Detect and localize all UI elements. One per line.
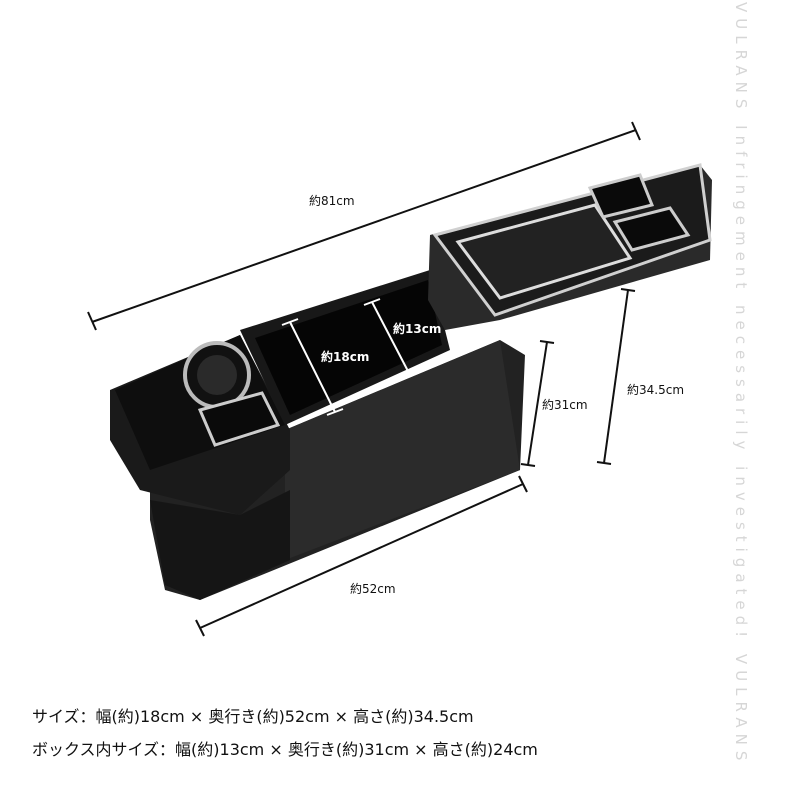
spec-outer-size: サイズ：幅(約)18cm × 奥行き(約)52cm × 高さ(約)34.5cm: [32, 707, 474, 726]
dimension-lines: [87, 121, 641, 637]
dim-label-box-width: 約18cm: [321, 350, 370, 364]
armrest-main-tray: [455, 203, 633, 300]
watermark: VULRANS Infringement necessarily investi…: [722, 0, 750, 800]
dim-line-31: [527, 341, 548, 466]
dim-label-box-inner-width: 約13cm: [393, 322, 442, 336]
dim-line-13: [371, 301, 411, 376]
front-small-tray: [197, 391, 281, 447]
storage-box-opening: [255, 280, 442, 415]
dim-label-box-depth: 約31cm: [542, 398, 588, 412]
armrest-small-tray-1: [587, 173, 655, 219]
dim-label-total-height: 約34.5cm: [627, 383, 685, 397]
dim-label-total-length: 約81cm: [309, 194, 355, 208]
console-front-face: [285, 340, 520, 560]
dim-line-34-5: [603, 289, 629, 464]
cup-holder-inner: [197, 355, 237, 395]
dim-line-18: [289, 321, 336, 413]
dim-line-52: [199, 483, 524, 629]
console-lower-recess: [150, 490, 290, 600]
armrest-small-tray-2: [612, 206, 691, 252]
dim-line-81: [91, 129, 637, 323]
watermark-text: VULRANS Infringement necessarily investi…: [732, 2, 750, 767]
inner-dimension-lines: [281, 298, 419, 416]
spec-inner-size: ボックス内サイズ：幅(約)13cm × 奥行き(約)31cm × 高さ(約)24…: [32, 740, 538, 759]
dim-label-base-length: 約52cm: [350, 582, 396, 596]
